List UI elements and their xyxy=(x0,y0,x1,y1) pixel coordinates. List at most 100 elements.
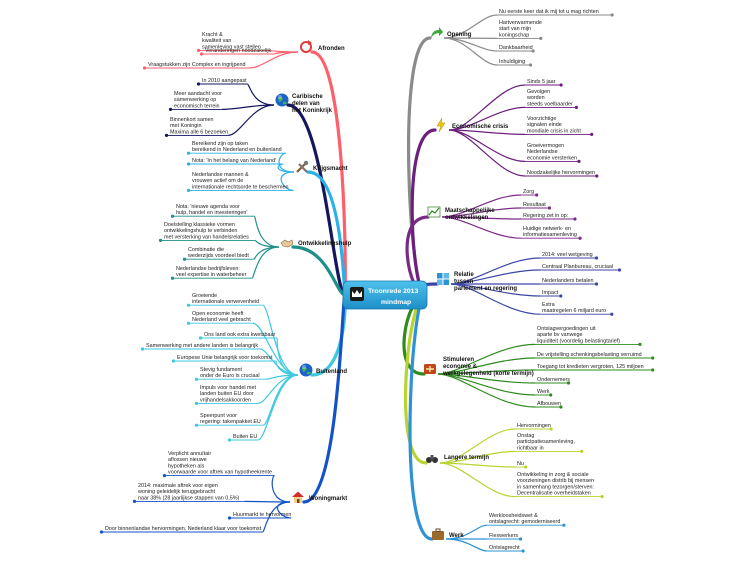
subtopic-werk[interactable]: Ontslagrecht xyxy=(487,545,525,553)
expand-dot[interactable] xyxy=(535,193,539,197)
expand-dot[interactable] xyxy=(164,133,169,137)
subtopic-opening[interactable]: Nu eerste keer dat ik mij tot u mag rich… xyxy=(497,9,614,17)
subtopic-economische[interactable]: Noodzakelijke hervormingen xyxy=(525,170,599,178)
subtopic-buitenland[interactable]: Samenwerking met andere landen is belang… xyxy=(140,343,261,351)
branch-maatschappelijke[interactable]: MaatschappelijkeontwikkelingenZorgResult… xyxy=(427,189,582,240)
expand-dot[interactable] xyxy=(194,423,199,427)
subtopic-langere[interactable]: Hervormingen xyxy=(515,423,553,431)
subtopic-werk[interactable]: Flexwerkers xyxy=(487,533,523,541)
expand-dot[interactable] xyxy=(186,188,191,192)
expand-dot[interactable] xyxy=(182,257,187,261)
expand-dot[interactable] xyxy=(559,294,563,298)
expand-dot[interactable] xyxy=(171,359,176,363)
subtopic-opening[interactable]: Dankbaarheid xyxy=(497,45,535,53)
subtopic-stimuleren[interactable]: Toegang tot kredieten vergroten, 125 mil… xyxy=(535,364,655,372)
expand-dot[interactable] xyxy=(610,312,614,316)
subtopic-relatie[interactable]: Centraal Planbureau, cruciaal xyxy=(540,264,622,272)
expand-dot[interactable] xyxy=(562,523,566,527)
subtopic-relatie[interactable]: Impact xyxy=(540,290,563,298)
subtopic-stimuleren[interactable]: Afbouwen xyxy=(535,401,563,409)
expand-dot[interactable] xyxy=(518,537,523,541)
subtopic-ontwikkelingshulp[interactable]: Doelstelling klassieke vormenontwikkelin… xyxy=(158,222,256,242)
subtopic-stimuleren[interactable]: De vrijstelling schenkingsbelasting verr… xyxy=(535,352,655,360)
subtopic-afronden[interactable]: Veranderingen noodzakelijk xyxy=(199,48,274,56)
subtopic-relatie[interactable]: Nederlanders betalen xyxy=(540,278,599,286)
expand-dot[interactable] xyxy=(168,107,173,111)
expand-dot[interactable] xyxy=(186,151,191,155)
expand-dot[interactable] xyxy=(196,82,201,86)
expand-dot[interactable] xyxy=(227,516,232,520)
subtopic-relatie[interactable]: 2014: veel wetgeving xyxy=(540,252,599,260)
expand-dot[interactable] xyxy=(651,368,655,372)
subtopic-langere[interactable]: Nu xyxy=(515,461,528,469)
expand-dot[interactable] xyxy=(574,105,579,109)
expand-dot[interactable] xyxy=(194,377,199,381)
expand-dot[interactable] xyxy=(521,549,525,553)
subtopic-stimuleren[interactable]: Werk xyxy=(535,389,553,397)
subtopic-langere[interactable]: Ontwikkeling in zorg & socialevoorzienin… xyxy=(515,472,604,499)
subtopic-caribische[interactable]: In 2010 aangepast xyxy=(196,78,248,86)
subtopic-economische[interactable]: Sinds 5 jaar xyxy=(525,79,563,87)
expand-dot[interactable] xyxy=(162,474,167,478)
subtopic-maatschappelijke[interactable]: Regering zet in op: xyxy=(521,213,577,221)
expand-dot[interactable] xyxy=(578,236,582,240)
subtopic-opening[interactable]: Inhuldiging xyxy=(497,59,533,67)
expand-dot[interactable] xyxy=(573,217,577,221)
expand-dot[interactable] xyxy=(142,66,147,70)
expand-dot[interactable] xyxy=(600,495,604,499)
expand-dot[interactable] xyxy=(549,427,553,431)
expand-dot[interactable] xyxy=(194,401,199,405)
expand-dot[interactable] xyxy=(566,381,571,385)
subtopic-buitenland[interactable]: Europese Unie belangrijk voor toekomst xyxy=(171,355,276,363)
expand-dot[interactable] xyxy=(170,214,175,218)
expand-dot[interactable] xyxy=(577,159,581,163)
subtopic-afronden[interactable]: Vraagstukken zijn Complex en ingrijpend xyxy=(142,62,250,70)
expand-dot[interactable] xyxy=(531,49,535,53)
central-topic[interactable]: Troonrede 2013 mindmap xyxy=(342,280,428,310)
expand-dot[interactable] xyxy=(617,268,622,272)
expand-dot[interactable] xyxy=(651,356,655,360)
expand-dot[interactable] xyxy=(186,162,191,166)
expand-dot[interactable] xyxy=(559,405,563,409)
expand-dot[interactable] xyxy=(547,206,552,210)
subtopic-ontwikkelingshulp[interactable]: Nederlandse bedrijfsleven:veel expertise… xyxy=(170,266,252,280)
subtopic-krijgsmacht[interactable]: Nota: 'In het belang van Nederland' xyxy=(186,158,284,166)
expand-dot[interactable] xyxy=(132,499,137,503)
expand-dot[interactable] xyxy=(559,83,563,87)
expand-dot[interactable] xyxy=(580,449,584,453)
subtopic-buitenland[interactable]: Ons land ook extra kwetsbaar xyxy=(198,332,278,340)
expand-dot[interactable] xyxy=(170,276,175,280)
subtopic-woningmarkt[interactable]: Door binnenlandse hervormingen, Nederlan… xyxy=(99,526,263,534)
branch-langere[interactable]: Langere termijnHervormingenOnstagpartici… xyxy=(426,423,604,499)
subtopic-langere[interactable]: Onstagparticipatiesamenleving,richtbaar … xyxy=(515,433,584,453)
expand-dot[interactable] xyxy=(594,256,599,260)
subtopic-werk[interactable]: Werkloosheidswet &ontslagrecht: gemodern… xyxy=(487,513,566,527)
expand-dot[interactable] xyxy=(140,347,145,351)
expand-dot[interactable] xyxy=(158,238,163,242)
